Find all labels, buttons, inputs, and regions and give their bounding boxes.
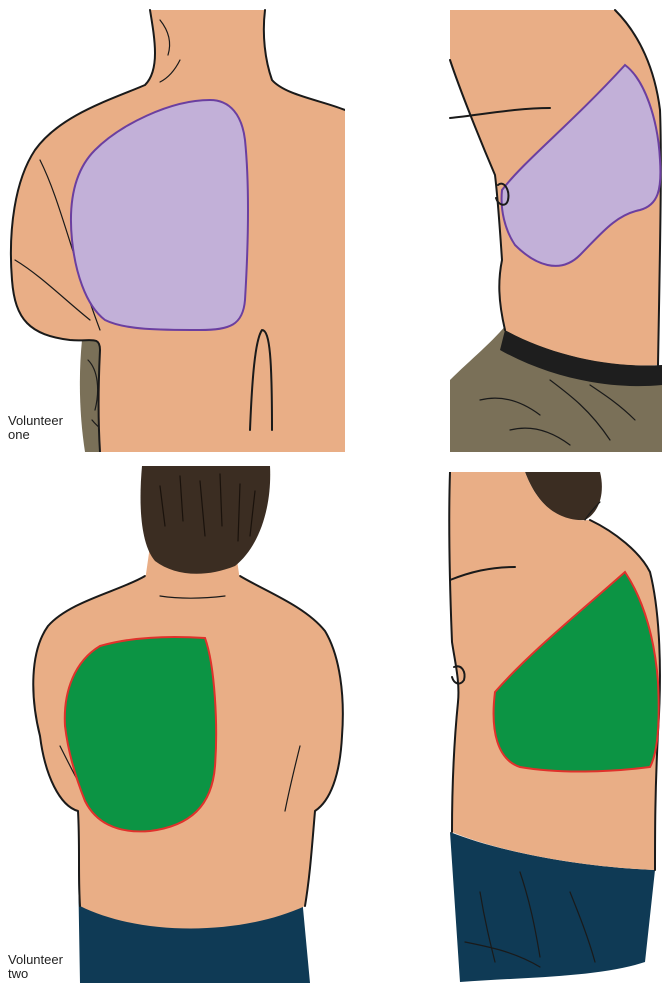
panel-volunteer-one-back: Volunteer one [0,0,345,452]
volunteer-one-side-illustration [440,0,662,452]
hair [141,466,271,574]
volunteer-two-back-illustration [0,466,345,983]
volunteer-two-side-illustration [440,472,662,983]
panel-volunteer-one-side [440,0,662,452]
panel-volunteer-two-back: Volunteer two [0,466,345,983]
volunteer-one-back-illustration [0,0,345,452]
green-region [65,637,216,831]
panel-volunteer-two-side [440,472,662,983]
caption-volunteer-two: Volunteer two [8,953,63,981]
caption-volunteer-one: Volunteer one [8,414,63,442]
